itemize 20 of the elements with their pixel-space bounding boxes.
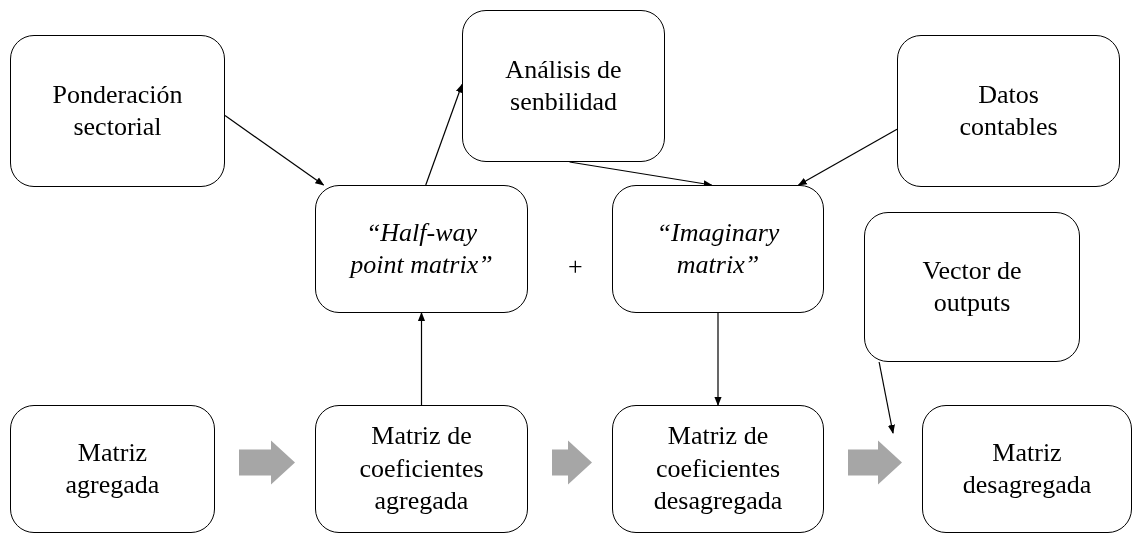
block-arrow <box>848 440 902 485</box>
process-box: Matriz agregada <box>10 405 215 533</box>
arrow <box>425 83 463 186</box>
process-box: Matriz de coeficientes desagregada <box>612 405 824 533</box>
plus-sign: + <box>568 252 583 282</box>
process-box: Análisis de senbilidad <box>462 10 665 162</box>
block-arrow <box>552 440 592 485</box>
process-box: “Half-way point matrix” <box>315 185 528 313</box>
block-arrow <box>239 440 295 485</box>
process-box: Matriz desagregada <box>922 405 1132 533</box>
process-box: “Imaginary matrix” <box>612 185 824 313</box>
process-box: Matriz de coeficientes agregada <box>315 405 528 533</box>
arrow <box>797 128 898 186</box>
arrow <box>878 361 895 434</box>
process-box: Ponderación sectorial <box>10 35 225 187</box>
process-box: Vector de outputs <box>864 212 1080 362</box>
arrow <box>417 312 426 406</box>
process-box: Datos contables <box>897 35 1120 187</box>
arrow <box>714 312 722 406</box>
arrow <box>224 114 325 186</box>
